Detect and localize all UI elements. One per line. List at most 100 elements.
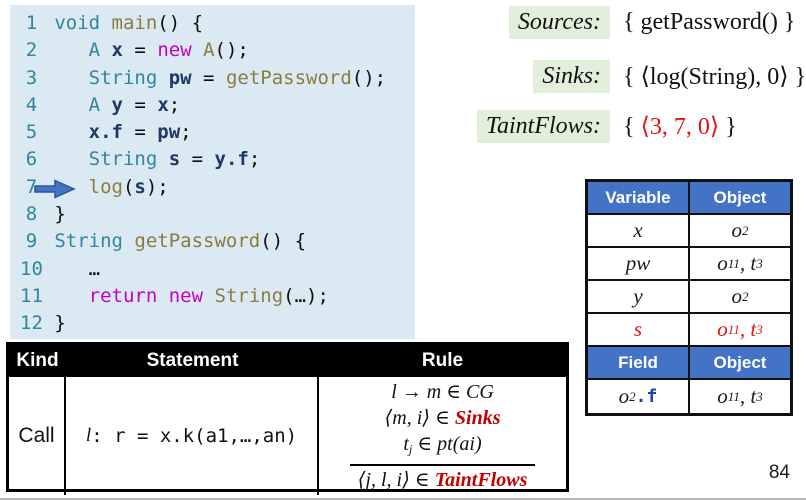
code-line: 4 A y = x; bbox=[20, 92, 415, 119]
plain-token: … bbox=[88, 257, 101, 280]
plain-token bbox=[157, 67, 168, 89]
subscript-text: 3 bbox=[756, 321, 763, 337]
plain-token: = bbox=[180, 148, 215, 171]
set-label-column: Sinks: bbox=[445, 60, 610, 93]
code-line: 9 String getPassword() { bbox=[20, 228, 415, 255]
variable-token: s bbox=[168, 148, 181, 171]
rule-premise: ⟨m, i⟩ ∈ Sinks bbox=[384, 405, 500, 431]
sinks-value: { ⟨log(String), 0⟩ } bbox=[623, 62, 806, 91]
math-text: y bbox=[633, 284, 643, 308]
plain-token bbox=[100, 94, 111, 116]
plain-token bbox=[192, 39, 203, 61]
rule-table: Kind Statement Rule Call l: r = x.k(a1,…… bbox=[6, 342, 569, 496]
line-number: 11 bbox=[20, 284, 43, 307]
sources-value: { getPassword() } bbox=[623, 9, 795, 36]
plain-token: (…); bbox=[283, 284, 329, 307]
header-text: Object bbox=[713, 352, 767, 372]
variable-token: pw bbox=[157, 121, 181, 144]
pts-header-cell: Object bbox=[690, 182, 790, 215]
plain-token: (); bbox=[214, 39, 249, 62]
code-text: String getPassword() { bbox=[54, 228, 306, 255]
set-row-taintflows: TaintFlows: { ⟨3, 7, 0⟩ } bbox=[445, 110, 805, 143]
line-number: 5 bbox=[25, 121, 38, 144]
variable-token: x bbox=[157, 93, 169, 116]
subscript-text: 3 bbox=[756, 255, 763, 271]
plain-token: = bbox=[122, 39, 158, 62]
rule-math-text: l → m ∈ CG bbox=[391, 381, 494, 403]
rule-table-kind-cell: Call bbox=[9, 377, 66, 496]
code-text: } bbox=[54, 310, 65, 337]
line-number: 1 bbox=[25, 12, 38, 34]
rule-conclusion: ⟨j, l, i⟩ ∈ TaintFlows bbox=[349, 464, 536, 493]
rule-math-text: t bbox=[403, 433, 409, 455]
rule-premise: l → m ∈ CG bbox=[391, 379, 494, 405]
taintflows-label: TaintFlows: bbox=[476, 110, 610, 143]
pts-header-cell: Variable bbox=[588, 182, 690, 215]
subscript-text: 2 bbox=[741, 288, 749, 304]
code-text: String s = y.f; bbox=[54, 146, 261, 173]
variable-token: x bbox=[111, 39, 123, 62]
rule-math-text: ⟨m, i⟩ ∈ bbox=[384, 407, 455, 429]
line-number: 9 bbox=[25, 230, 38, 253]
plain-token: ; bbox=[248, 148, 261, 171]
rule-table-header-rule: Rule bbox=[319, 345, 566, 377]
keyword-token: String bbox=[88, 148, 158, 171]
rule-math-text: ∈ pt(ai) bbox=[412, 433, 482, 455]
rule-subscript: j bbox=[408, 442, 413, 457]
header-text: Field bbox=[618, 352, 658, 372]
taintflows-value: { ⟨3, 7, 0⟩ } bbox=[623, 112, 737, 141]
plain-token: () { bbox=[157, 12, 204, 34]
set-row-sinks: Sinks: { ⟨log(String), 0⟩ } bbox=[445, 60, 806, 93]
variable-token: x.f bbox=[88, 121, 123, 144]
variable-token: s bbox=[134, 175, 146, 198]
set-value-text: } bbox=[719, 114, 737, 140]
rule-table-statement-cell: l: r = x.k(a1,…,an) bbox=[66, 377, 319, 496]
line-number: 2 bbox=[25, 39, 38, 62]
code-text: A x = new A(); bbox=[54, 37, 249, 64]
math-text: o bbox=[731, 218, 742, 242]
plain-token bbox=[203, 285, 214, 307]
keyword-token: String bbox=[88, 66, 158, 89]
line-number: 4 bbox=[25, 93, 38, 116]
pts-data-cell: x bbox=[588, 215, 690, 248]
code-line: 2 A x = new A(); bbox=[20, 37, 415, 64]
subscript-text: 2 bbox=[629, 388, 636, 404]
method-token: log bbox=[88, 175, 123, 198]
plain-token: ); bbox=[145, 175, 169, 198]
plain-token: () { bbox=[260, 230, 307, 253]
keyword-token: A bbox=[88, 93, 101, 116]
code-text: A y = x; bbox=[54, 92, 181, 119]
code-text: return new String(…); bbox=[54, 283, 329, 310]
subscript-text: 3 bbox=[756, 388, 763, 404]
code-line: 5 x.f = pw; bbox=[20, 119, 415, 146]
plain-token bbox=[100, 39, 111, 61]
keyword-token: new bbox=[168, 284, 204, 307]
code-line: 10… bbox=[20, 256, 415, 283]
pts-data-cell: y bbox=[588, 281, 690, 314]
method-token: getPassword bbox=[134, 230, 261, 253]
math-text: o bbox=[618, 384, 630, 408]
rule-table-header-kind: Kind bbox=[9, 345, 66, 377]
set-value-text: { bbox=[623, 114, 641, 140]
method-token: String bbox=[214, 284, 284, 307]
variable-token: y bbox=[111, 93, 123, 116]
method-token: getPassword bbox=[225, 66, 352, 89]
code-text: x.f = pw; bbox=[54, 119, 192, 146]
subscript-text: 2 bbox=[741, 222, 749, 238]
plain-token bbox=[157, 148, 168, 170]
math-text: pw bbox=[625, 251, 651, 275]
math-label: l bbox=[85, 425, 92, 447]
code-line: 12} bbox=[20, 310, 415, 337]
rule-table-header-statement: Statement bbox=[66, 345, 319, 377]
plain-token bbox=[100, 12, 111, 34]
math-text: s bbox=[633, 317, 643, 341]
